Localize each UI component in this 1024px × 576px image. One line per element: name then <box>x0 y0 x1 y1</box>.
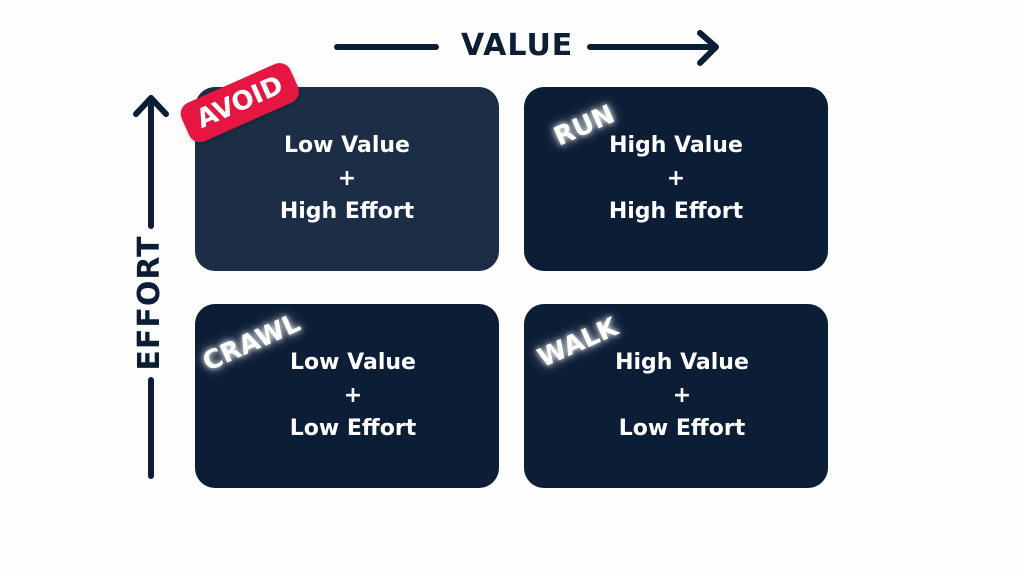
quadrant-walk-line1: High Value <box>615 350 749 375</box>
quadrant-avoid-plus: + <box>337 166 357 191</box>
quadrant-crawl: Low Value + Low Effort <box>195 304 499 488</box>
quadrant-walk-text: High Value + Low Effort <box>524 346 828 445</box>
quadrant-run: High Value + High Effort <box>524 87 828 271</box>
quadrant-crawl-line1: Low Value <box>290 350 416 375</box>
quadrant-avoid-line1: Low Value <box>284 133 410 158</box>
effort-axis-arrow <box>133 95 169 479</box>
quadrant-walk-plus: + <box>672 383 692 408</box>
quadrant-crawl-line2: Low Effort <box>289 416 417 441</box>
quadrant-run-line2: High Effort <box>608 199 744 224</box>
arrow-up-icon <box>133 95 169 117</box>
quadrant-avoid-line2: High Effort <box>279 199 415 224</box>
quadrant-run-line1: High Value <box>609 133 743 158</box>
quadrant-walk: High Value + Low Effort <box>524 304 828 488</box>
value-axis-arrow <box>334 30 719 66</box>
quadrant-walk-line2: Low Effort <box>618 416 746 441</box>
effort-axis-label: EFFORT <box>132 235 167 371</box>
quadrant-run-text: High Value + High Effort <box>524 129 828 228</box>
quadrant-crawl-text: Low Value + Low Effort <box>195 346 499 445</box>
quadrant-crawl-plus: + <box>343 383 363 408</box>
quadrant-avoid-text: Low Value + High Effort <box>195 129 499 228</box>
value-axis-label: VALUE <box>461 28 574 63</box>
quadrant-run-plus: + <box>666 166 686 191</box>
arrow-right-icon <box>697 30 719 66</box>
